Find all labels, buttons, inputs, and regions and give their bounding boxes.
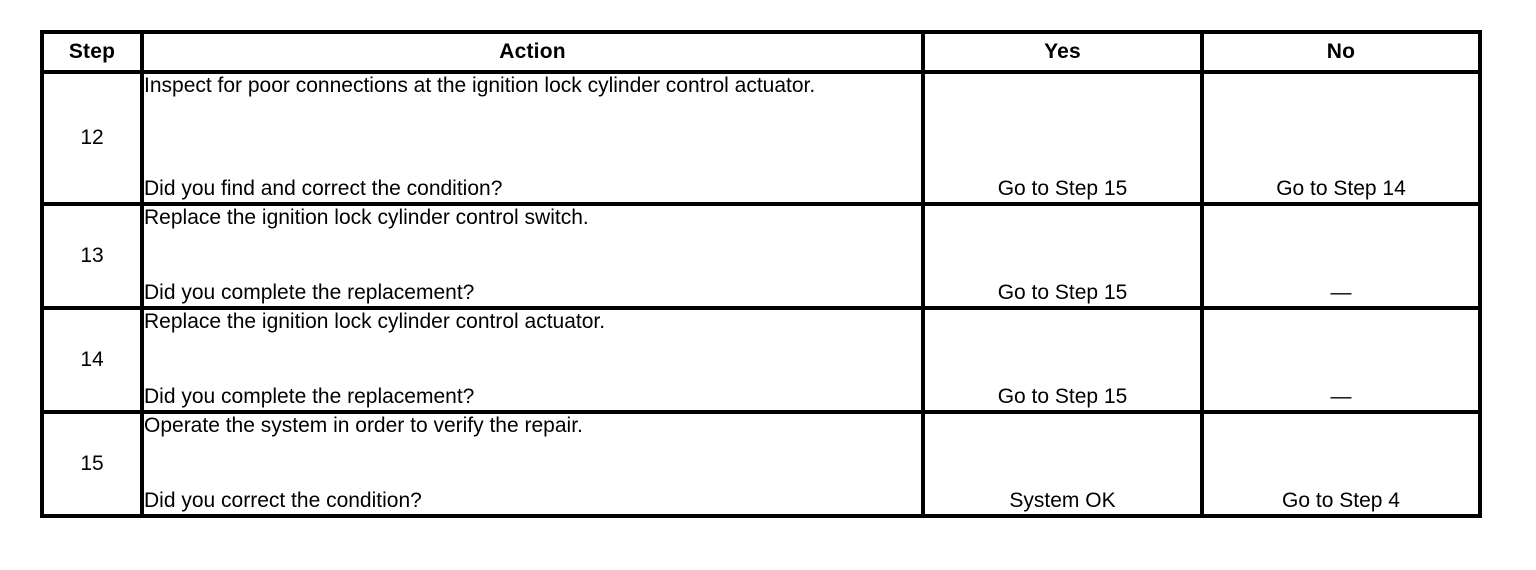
step-number: 12 [40,70,144,206]
column-header-action: Action [140,30,925,74]
yes-answer: Go to Step 15 [921,70,1204,206]
step-number: 15 [40,410,144,518]
yes-answer: Go to Step 15 [921,306,1204,414]
step-number: 13 [40,202,144,310]
action-question: Did you find and correct the condition? [144,177,503,201]
action-cell: Replace the ignition lock cylinder contr… [140,202,925,310]
action-question: Did you complete the replacement? [144,281,475,305]
no-answer: — [1200,202,1482,310]
action-statement: Inspect for poor connections at the igni… [144,74,816,97]
no-answer: Go to Step 14 [1200,70,1482,206]
no-answer: Go to Step 4 [1200,410,1482,518]
action-statement: Replace the ignition lock cylinder contr… [144,206,589,229]
diagnostic-procedure-table: Step Action Yes No 12 Inspect for poor c… [40,30,1482,518]
action-cell: Replace the ignition lock cylinder contr… [140,306,925,414]
action-question: Did you complete the replacement? [144,385,475,409]
action-cell: Inspect for poor connections at the igni… [140,70,925,206]
action-statement: Operate the system in order to verify th… [144,414,583,437]
column-header-step: Step [40,30,144,74]
no-answer: — [1200,306,1482,414]
table-row: 13 Replace the ignition lock cylinder co… [40,202,1482,310]
table-header-row: Step Action Yes No [40,30,1482,74]
yes-answer: System OK [921,410,1204,518]
action-question: Did you correct the condition? [144,489,422,513]
table-row: 15 Operate the system in order to verify… [40,410,1482,518]
action-cell: Operate the system in order to verify th… [140,410,925,518]
step-number: 14 [40,306,144,414]
column-header-no: No [1200,30,1482,74]
table-row: 14 Replace the ignition lock cylinder co… [40,306,1482,414]
action-statement: Replace the ignition lock cylinder contr… [144,310,606,333]
column-header-yes: Yes [921,30,1204,74]
yes-answer: Go to Step 15 [921,202,1204,310]
table-row: 12 Inspect for poor connections at the i… [40,70,1482,206]
table-header: Step Action Yes No [40,30,1482,74]
table-body: 12 Inspect for poor connections at the i… [40,70,1482,518]
